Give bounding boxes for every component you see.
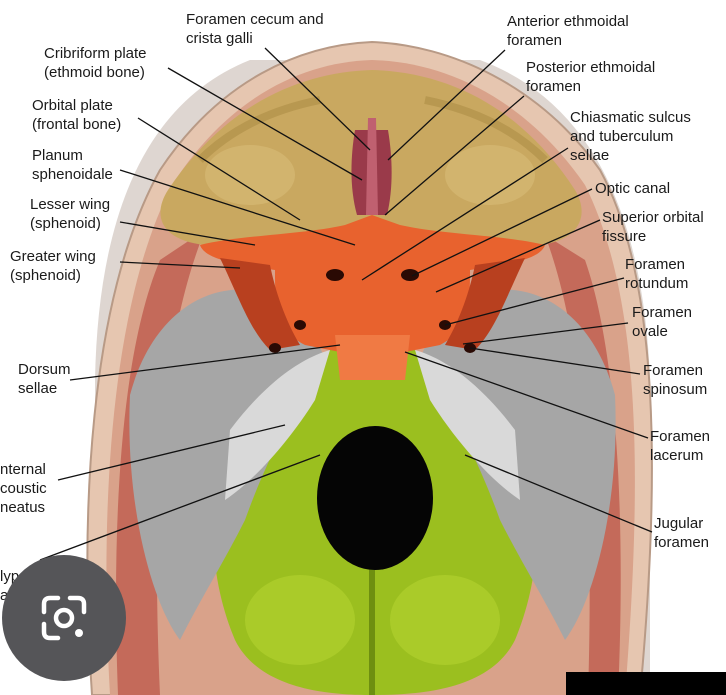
label-dorsum-sellae: Dorsum sellae — [18, 361, 71, 397]
corner-bar — [566, 672, 726, 695]
label-lesser-wing: Lesser wing (sphenoid) — [30, 196, 111, 232]
google-lens-icon — [41, 595, 87, 641]
label-greater-wing: Greater wing (sphenoid) — [10, 248, 96, 284]
label-cribriform-plate: Cribriform plate (ethmoid bone) — [44, 45, 147, 81]
middle-fossa-left — [129, 289, 325, 640]
lens-search-button[interactable] — [2, 555, 126, 681]
label-superior-orbital-fissure: Superior orbital fissure — [602, 209, 704, 245]
leader-lines — [39, 47, 653, 561]
label-foramen-spinosum: Foramen spinosum — [643, 362, 708, 398]
label-foramen-lacerum: Foramen lacerum — [650, 428, 711, 464]
label-orbital-plate: Orbital plate (frontal bone) — [32, 97, 122, 133]
foramen-magnum — [317, 426, 433, 570]
label-chiasmatic-sulcus: Chiasmatic sulcus and tuberculum sellae — [570, 109, 691, 164]
middle-fossa-right — [420, 289, 616, 640]
label-optic-canal: Optic canal — [595, 180, 671, 197]
label-anterior-ethmoidal: Anterior ethmoidal foramen — [507, 13, 629, 49]
label-planum-sphenoidale: Planum sphenoidale — [32, 147, 113, 183]
label-foramen-cecum: Foramen cecum and crista galli — [186, 11, 324, 47]
label-posterior-ethmoidal: Posterior ethmoidal foramen — [526, 59, 656, 95]
label-internal-acoustic-meatus: nternal coustic neatus — [0, 461, 47, 516]
label-jugular-foramen: Jugular foramen — [654, 515, 710, 551]
label-foramen-ovale: Foramen ovale — [632, 304, 693, 340]
label-foramen-rotundum: Foramen rotundum — [625, 256, 689, 292]
